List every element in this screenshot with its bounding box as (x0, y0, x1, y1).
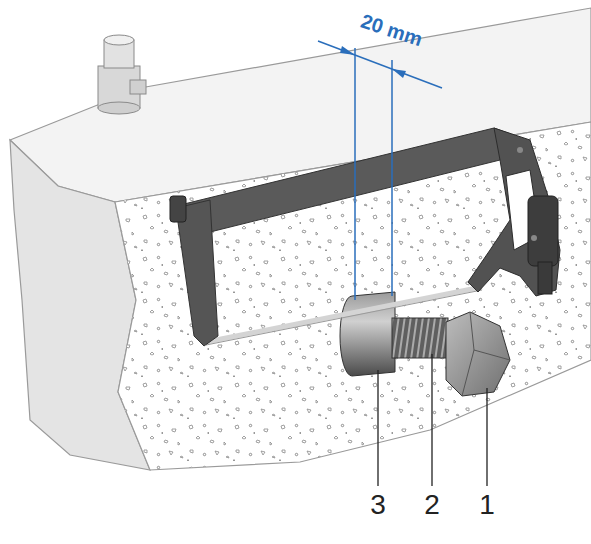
callout-number: 2 (424, 491, 440, 519)
callout-number: 3 (370, 491, 386, 519)
leader-lines (378, 354, 487, 486)
anchor-bolt (340, 292, 510, 396)
hex-edges (462, 312, 474, 396)
pipe-fitting (98, 35, 146, 114)
dimension-arrow (340, 46, 355, 55)
threaded-shank (392, 318, 448, 358)
fitting-nozzle (130, 80, 146, 94)
extension-line (391, 60, 393, 296)
dimension-line (318, 41, 442, 88)
wall-front-face (115, 122, 591, 470)
dimension-arrow (392, 69, 406, 78)
extension-line (354, 48, 356, 300)
saw-handle-frame (468, 128, 560, 296)
wall-end-face (10, 140, 150, 470)
concrete-wall (10, 8, 591, 470)
hex-head (446, 312, 510, 396)
saw-tension-screw (538, 262, 552, 294)
saw-grip (528, 196, 558, 266)
saw-blade-edge (206, 290, 482, 345)
saw-rivet (517, 147, 523, 153)
saw-blade (206, 287, 482, 342)
leader-line (431, 354, 432, 486)
saw-top-bar (180, 128, 526, 232)
leader-line (377, 370, 378, 486)
dimension (318, 41, 442, 300)
hacksaw (170, 128, 560, 346)
fitting-cap-top (104, 35, 134, 45)
hex-edge (474, 350, 510, 360)
saw-rivet (531, 235, 537, 241)
wall-front-texture (115, 122, 591, 470)
callout-number: 1 (479, 491, 495, 519)
leader-line (486, 388, 487, 486)
saw-wing-nut (170, 196, 186, 222)
fitting-base (98, 102, 140, 114)
